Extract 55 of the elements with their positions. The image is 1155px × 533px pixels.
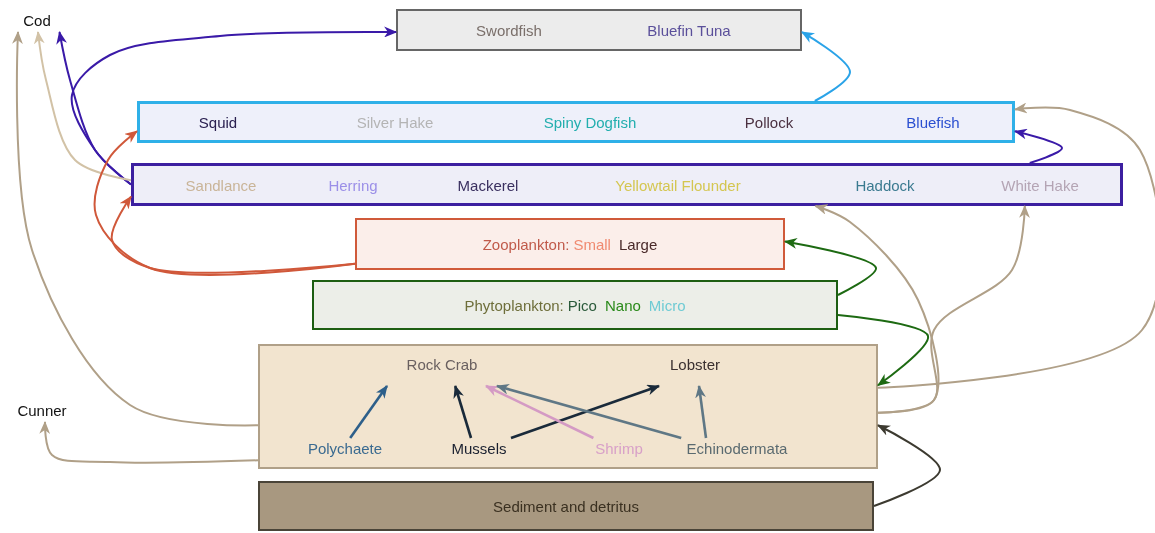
food-web-arrow [349,385,389,439]
species-label: Silver Hake [356,113,434,131]
species-label: Micro [648,296,686,314]
species-label: White Hake [1001,176,1079,193]
species-label: Nano [604,296,641,314]
food-web-arrow [877,102,1155,389]
species-label: Bluefish [906,113,960,131]
species-label: Cod [12,10,62,32]
food-web-arrow [801,31,851,102]
species-label: Sandlance [185,176,257,193]
food-web-arrow [485,384,594,440]
group-heading: Zooplankton: [482,235,570,253]
food-web-arrow [873,424,941,507]
food-web-arrow [12,30,259,427]
species-label: Yellowtail Flounder [615,176,741,193]
food-web-arrow [70,26,398,186]
trophic-level-band [131,163,1123,206]
group-heading: Phytoplankton: [464,296,564,314]
food-web-arrow [837,314,929,387]
trophic-level-box [312,280,838,330]
species-label: Small [573,235,611,253]
food-web-arrow [877,204,1030,414]
species-label: Cunner [12,400,72,422]
species-label: Mussels [439,438,519,460]
species-label: Squid [198,113,238,131]
species-label: Lobster [669,356,720,373]
sediment-box [258,481,874,531]
food-web-arrow [39,420,259,464]
species-label: Rock Crab [406,356,478,373]
food-web-arrow [510,384,660,440]
food-web-arrow [1013,128,1063,164]
species-label: Herring [328,176,378,193]
benthic-community-box [258,344,878,469]
species-label: Spiny Dogfish [543,113,637,131]
food-web-arrow [814,204,940,414]
trophic-level-band [137,101,1015,143]
food-web-arrow [453,384,473,439]
food-web-arrow [695,384,708,439]
species-label: Polychaete [293,438,397,460]
food-web-arrow [33,30,132,182]
trophic-level-box [355,218,785,270]
food-web-arrow [495,384,682,440]
trophic-level-box [396,9,802,51]
level-label: Sediment and detritus [493,497,639,515]
food-web-arrow [783,238,877,296]
food-web-arrow [110,195,356,274]
species-label: Mackerel [457,176,519,193]
species-label: Large [618,235,658,253]
species-label: Shrimp [587,438,651,460]
species-label: Bluefin Tuna [647,21,731,39]
species-label: Pollock [744,113,794,131]
species-label: Haddock [855,176,915,193]
species-label: Echinodermata [675,438,799,460]
species-label: Swordfish [476,21,542,39]
species-label: Pico [567,296,597,314]
